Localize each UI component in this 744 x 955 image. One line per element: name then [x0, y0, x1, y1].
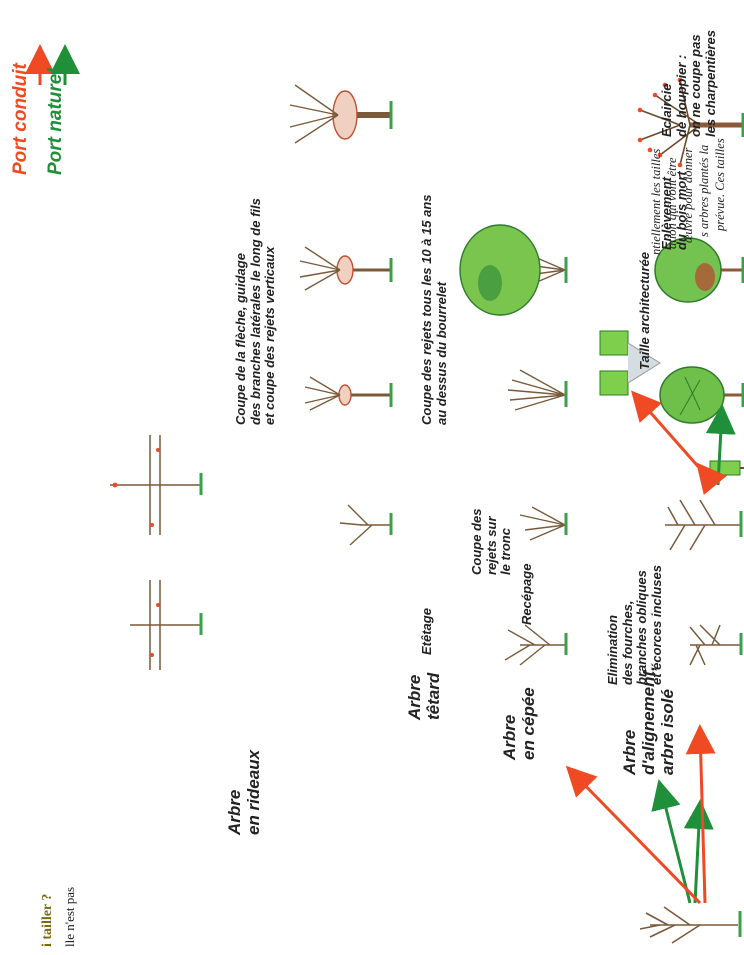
question-body: lle n'est pas	[62, 887, 78, 947]
legend-port-naturel: Port naturel	[45, 68, 67, 175]
legend-port-conduit: Port conduit	[10, 63, 32, 175]
question-title: i tailler ?	[40, 894, 56, 947]
